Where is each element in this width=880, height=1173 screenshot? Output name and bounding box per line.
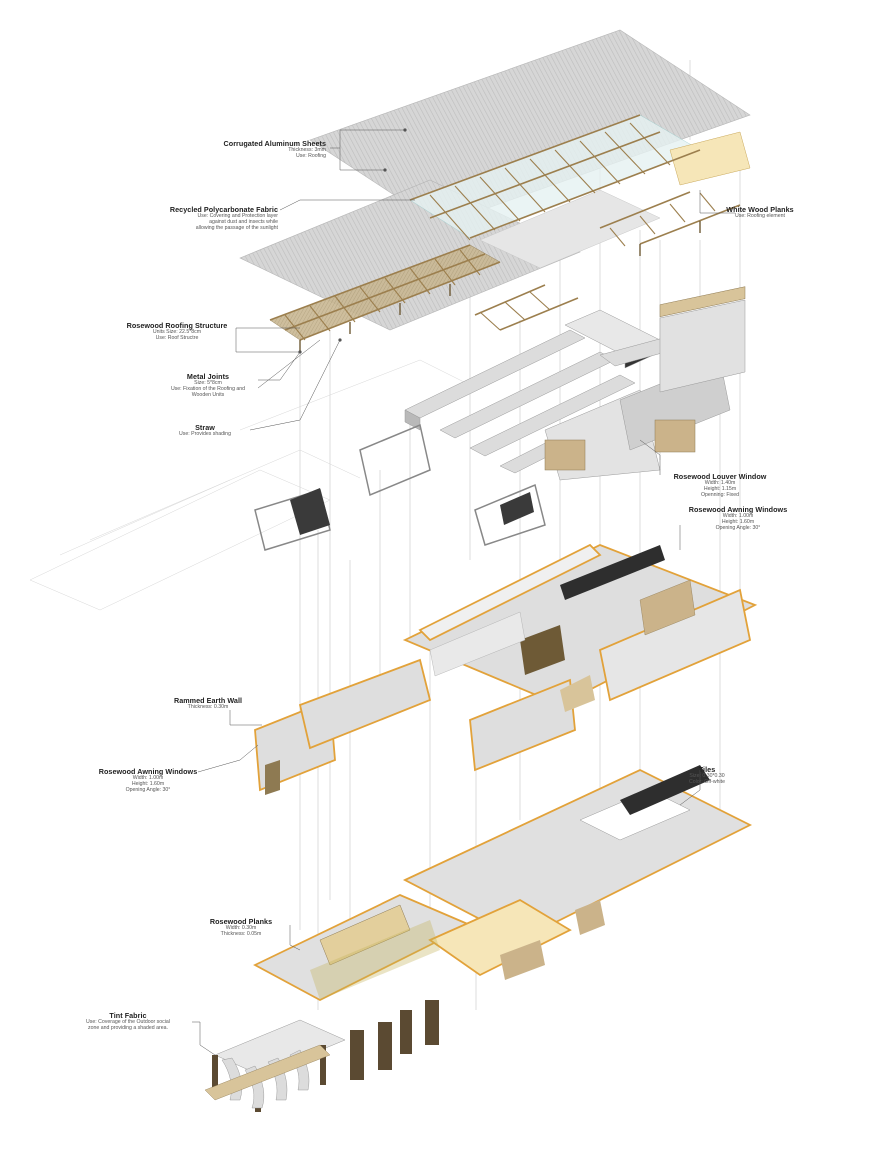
- label-line: Height: 1.60m: [721, 519, 755, 526]
- roofing-structure: [269, 114, 751, 352]
- label-line: Thickness: 3mm: [288, 147, 326, 154]
- label-line: Opening Angle: 30°: [125, 787, 171, 794]
- dot-icon: [338, 338, 342, 342]
- label-title: Rammed Earth Wall: [173, 696, 243, 705]
- label-title: Recycled Polycarbonate Fabric: [169, 205, 278, 214]
- label-line: against dust and insects while: [209, 219, 278, 226]
- label-line: Width: 1.40m: [704, 480, 736, 487]
- label-line: Wooden Units: [191, 392, 225, 399]
- label-title: Rosewood Louver Window: [673, 472, 767, 481]
- label-title: Tiles: [698, 765, 716, 774]
- label-tint-fabric: Tint Fabric Use: Coverage of the Outdoor…: [66, 1011, 190, 1032]
- label-line: Use: Roofing: [296, 153, 326, 160]
- label-line: Thickness: 0.05m: [220, 931, 262, 938]
- label-line: Height: 1.15m: [703, 486, 737, 493]
- label-line: Units Size: 22.5*8cm: [152, 329, 202, 336]
- label-line: Use: Coverage of the Outdoor social: [86, 1019, 170, 1026]
- label-white-wood-planks: White Wood Planks Use: Roofing element: [715, 205, 805, 220]
- label-rammed-earth-wall: Rammed Earth Wall Thickness: 0.30m: [170, 696, 246, 711]
- label-rosewood-planks: Rosewood Planks Width: 0.30m Thickness: …: [196, 917, 286, 938]
- ground-ghost-lines: [29, 359, 471, 611]
- label-line: Size: 5*8cm: [194, 380, 222, 387]
- rammed-earth-walls: [254, 543, 758, 792]
- label-line: Color: Off-white: [689, 779, 725, 786]
- rammed-earth-details: [265, 545, 696, 795]
- label-rosewood-roofing-structure: Rosewood Roofing Structure Units Size: 2…: [120, 321, 234, 342]
- label-tiles: Tiles Size: 0.30*0.30 Color: Off-white: [672, 765, 742, 786]
- label-title: White Wood Planks: [726, 205, 794, 214]
- label-title: Straw: [195, 423, 215, 432]
- label-line: Use: Provides shading: [179, 431, 231, 438]
- label-line: Use: Roof Structre: [155, 335, 199, 342]
- label-line: Use: Roofing element: [735, 213, 785, 220]
- label-recycled-polycarbonate: Recycled Polycarbonate Fabric Use: Cover…: [150, 205, 278, 232]
- label-line: Openning: Fixed: [700, 492, 740, 499]
- dot-icon: [403, 128, 407, 132]
- label-line: Opening Angle: 30°: [715, 525, 761, 532]
- label-rosewood-awning-windows-upper: Rosewood Awning Windows Width: 1.00m Hei…: [680, 505, 796, 532]
- joint-markers: [298, 128, 407, 354]
- label-title: Rosewood Awning Windows: [688, 505, 788, 514]
- label-title: Corrugated Aluminum Sheets: [223, 139, 326, 148]
- label-title: Rosewood Awning Windows: [98, 767, 198, 776]
- label-title: Metal Joints: [186, 372, 230, 381]
- label-title: Rosewood Planks: [209, 917, 273, 926]
- upper-wall-frame: [254, 299, 746, 551]
- label-line: Height: 1.60m: [131, 781, 165, 788]
- label-title: Tint Fabric: [109, 1011, 147, 1020]
- label-line: Size: 0.30*0.30: [689, 773, 725, 780]
- tint-fabric-structure: [204, 1000, 439, 1112]
- label-line: allowing the passage of the sunlight: [195, 225, 278, 232]
- dot-icon: [298, 350, 302, 354]
- label-corrugated-aluminum: Corrugated Aluminum Sheets Thickness: 3m…: [180, 139, 326, 160]
- label-line: Width: 0.30m: [225, 925, 257, 932]
- upper-windows: [544, 286, 746, 471]
- leader-lines: [192, 129, 735, 1056]
- label-line: zone and providing a shaded area.: [88, 1025, 168, 1032]
- label-line: Thickness: 0.30m: [187, 704, 229, 711]
- dot-icon: [383, 168, 387, 172]
- label-line: Width: 1.00m: [722, 513, 754, 520]
- label-line: Width: 1.00m: [132, 775, 164, 782]
- label-line: Use: Covering and Protection layer: [197, 213, 278, 220]
- floor-details: [310, 765, 710, 1000]
- label-straw: Straw Use: Provides shading: [165, 423, 245, 438]
- label-rosewood-louver-window: Rosewood Louver Window Width: 1.40m Heig…: [668, 472, 772, 499]
- label-title: Rosewood Roofing Structure: [126, 321, 228, 330]
- label-line: Use: Fixation of the Roofing and: [170, 386, 246, 393]
- label-metal-joints: Metal Joints Size: 5*8cm Use: Fixation o…: [160, 372, 256, 399]
- label-rosewood-awning-windows-lower: Rosewood Awning Windows Width: 1.00m Hei…: [96, 767, 200, 794]
